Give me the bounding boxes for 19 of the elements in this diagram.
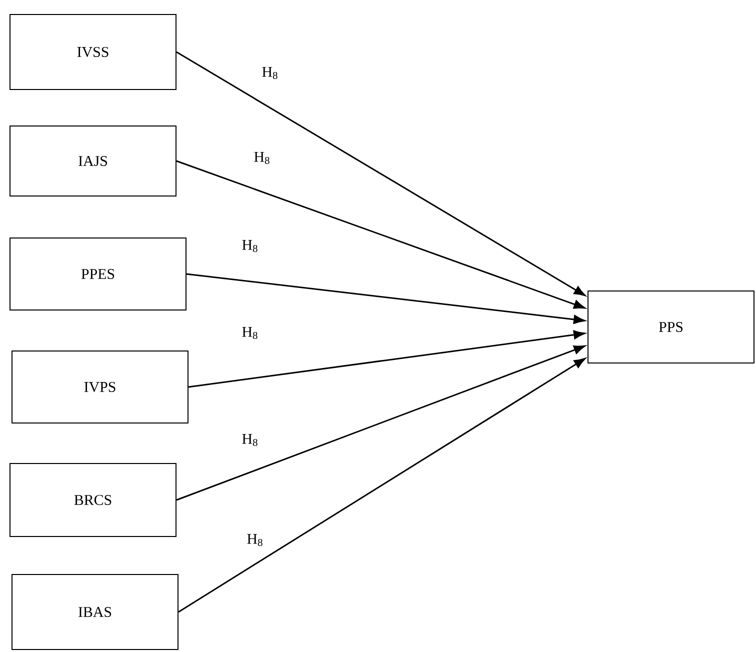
arrow xyxy=(176,160,586,309)
variable-box: IBAS xyxy=(12,574,178,650)
edge-label: H$_{8}$ xyxy=(247,534,262,546)
edge-label: H$_{8}$ xyxy=(242,434,258,446)
variable-box: PPES xyxy=(10,238,186,310)
variable-box: IVSS xyxy=(10,14,176,90)
variable-box: IAJS xyxy=(10,126,176,196)
edge-label: H$_{8}$ xyxy=(254,152,270,164)
edge-label: H$_{8}$ xyxy=(262,66,278,80)
arrow xyxy=(176,345,586,501)
variable-box: PPS xyxy=(588,290,754,364)
variable-box: BRCS xyxy=(10,463,176,537)
edge-label: H$_{8}$ xyxy=(242,240,258,252)
variable-box: IVPS xyxy=(12,350,188,424)
arrow xyxy=(188,330,586,388)
edge-label: H$_{8}$ xyxy=(242,326,258,340)
arrow xyxy=(178,358,586,613)
arrow xyxy=(186,273,586,324)
arrow xyxy=(176,51,586,296)
